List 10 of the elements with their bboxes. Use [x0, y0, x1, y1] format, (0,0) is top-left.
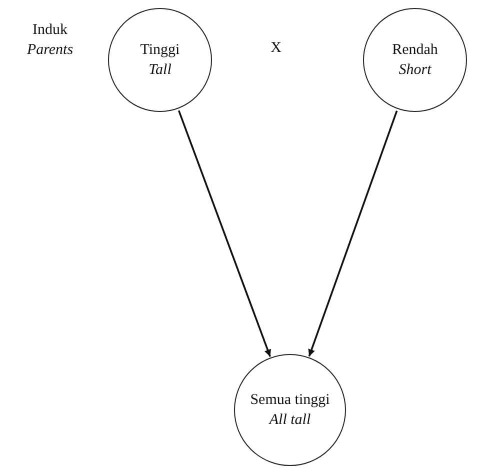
circle-text: Tinggi — [140, 40, 180, 60]
label-text: Induk Parents — [26, 21, 74, 60]
circle-text: Tall — [148, 61, 172, 80]
label-text: X — [270, 39, 282, 58]
circle-text: Short — [398, 61, 432, 80]
arrow — [178, 110, 271, 357]
circle-text: Semua tinggi — [250, 390, 330, 410]
circle-text: Rendah — [392, 40, 438, 60]
circle-text: All tall — [269, 411, 311, 430]
arrow — [308, 110, 398, 357]
